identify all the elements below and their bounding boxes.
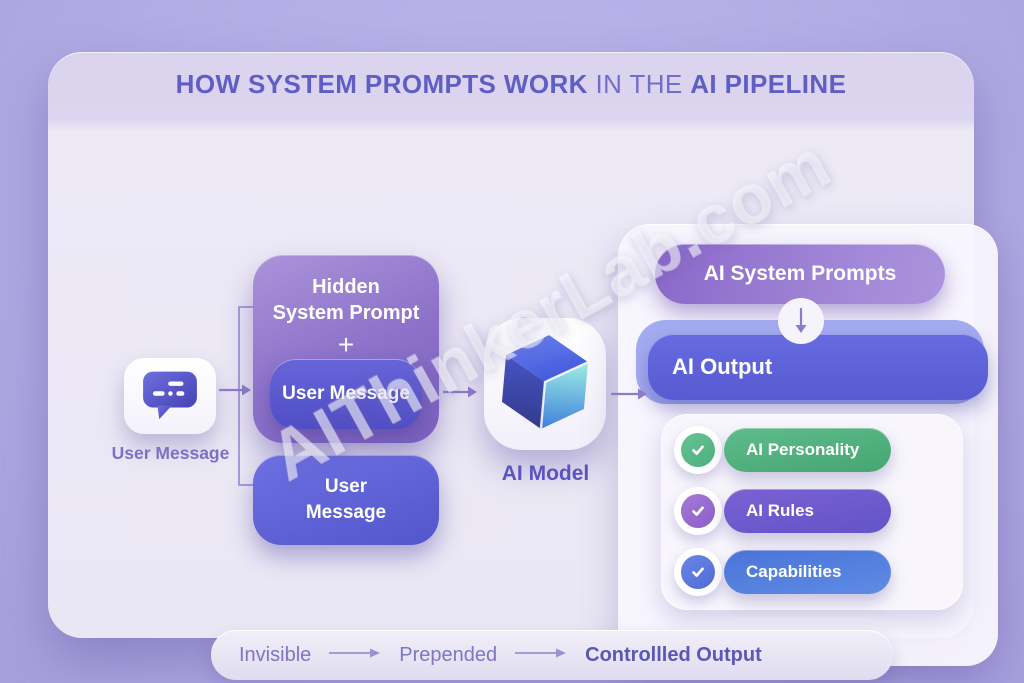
ai-model-badge — [484, 318, 606, 450]
arrow-right-icon — [610, 386, 648, 407]
ai-output-pill: AI Output — [648, 334, 988, 400]
bracket-connector — [238, 306, 253, 486]
footer-step-invisible: Invisible — [239, 643, 312, 666]
nested-user-message-pill: User Message — [270, 359, 422, 429]
title-strong-2: AI PIPELINE — [690, 69, 847, 99]
output-item-row: Capabilities — [674, 548, 963, 596]
title-light: IN THE — [587, 69, 691, 99]
hidden-box-line1: Hidden — [312, 276, 380, 298]
footer-arrow-icon — [515, 646, 567, 664]
user-box-line2: Message — [305, 502, 387, 523]
hidden-box-title: Hidden System Prompt — [253, 255, 439, 327]
check-icon — [674, 487, 722, 535]
footer-bar: Invisible Prepended Controllled Output — [211, 630, 893, 680]
ai-system-prompts-pill: AI System Prompts — [655, 244, 945, 304]
output-item-row: AI Personality — [674, 426, 963, 474]
footer-arrow-icon — [329, 646, 381, 664]
item-pill-rules: AI Rules — [724, 489, 891, 533]
chat-bubble-icon — [141, 368, 199, 425]
output-items-card: AI Personality AI Rules — [661, 414, 963, 610]
user-message-label: User Message — [111, 443, 230, 463]
arrow-right-icon — [442, 384, 478, 405]
title-strong-1: HOW SYSTEM PROMPTS WORK — [175, 69, 588, 99]
user-box-line1: User — [324, 476, 368, 498]
ai-model-label: AI Model — [501, 462, 590, 485]
hidden-box-line2: System Prompt — [272, 302, 420, 325]
user-message-box: User Message — [253, 455, 439, 545]
item-pill-capabilities: Capabilities — [724, 550, 891, 594]
footer-step-prepended: Prepended — [399, 643, 498, 666]
plus-icon: + — [337, 328, 355, 360]
check-icon — [674, 426, 722, 474]
ai-model-cube-icon — [498, 331, 592, 438]
user-message-icon-card — [124, 358, 216, 434]
output-item-row: AI Rules — [674, 487, 963, 535]
footer-step-controlled-output: Controllled Output — [585, 643, 762, 666]
output-panel: AI System Prompts AI Output AI Personali… — [618, 224, 998, 666]
main-card: HOW SYSTEM PROMPTS WORK IN THE AI PIPELI… — [48, 52, 998, 680]
item-pill-personality: AI Personality — [724, 428, 891, 472]
page-title: HOW SYSTEM PROMPTS WORK IN THE AI PIPELI… — [48, 69, 974, 100]
check-icon — [674, 548, 722, 596]
arrow-right-icon — [218, 382, 252, 403]
hidden-system-prompt-box: Hidden System Prompt + User Message — [253, 255, 439, 443]
arrow-down-icon — [794, 308, 808, 339]
